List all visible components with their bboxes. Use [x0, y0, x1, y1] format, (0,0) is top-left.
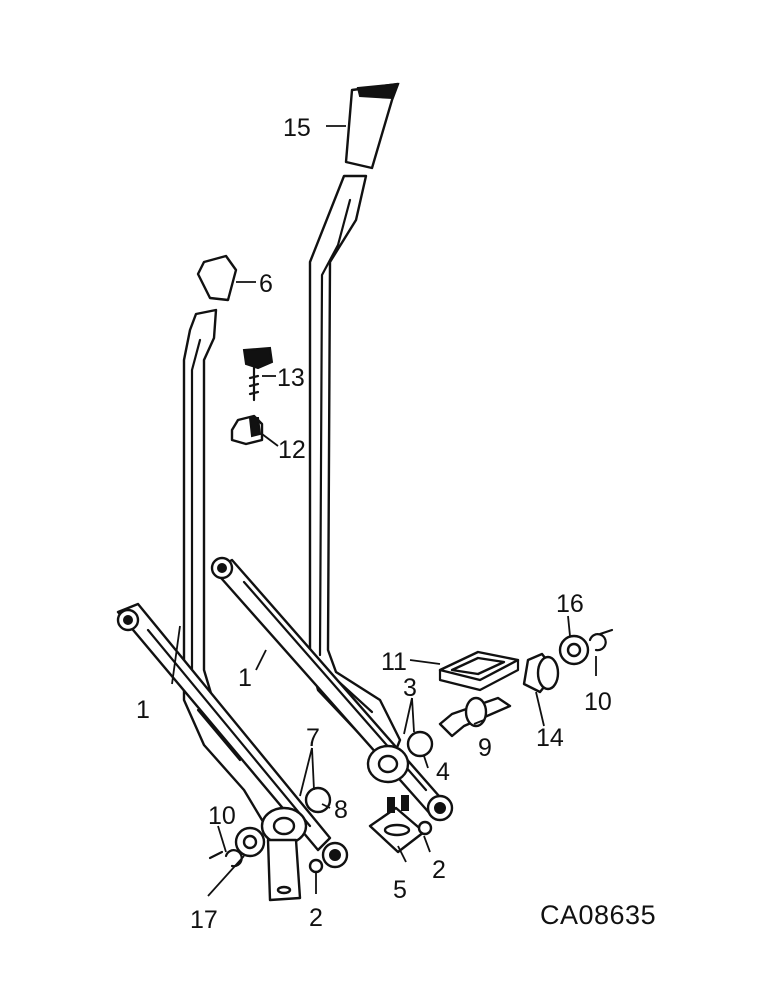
callout-2-right: 2: [432, 856, 446, 884]
callout-1-left: 1: [136, 696, 150, 724]
bushing-8: [304, 786, 332, 814]
washer-17: [234, 826, 266, 858]
callout-10-left: 10: [208, 802, 236, 830]
callout-17: 17: [190, 906, 218, 934]
bushing-4: [406, 730, 434, 758]
nut-2-right: [417, 820, 433, 836]
callout-9: 9: [478, 734, 492, 762]
callout-11: 11: [381, 648, 407, 676]
callout-2-left: 2: [309, 904, 323, 932]
callout-4: 4: [436, 758, 450, 786]
washer-16: [558, 634, 590, 666]
callout-14: 14: [536, 724, 564, 752]
callout-10-right: 10: [584, 688, 612, 716]
bolt-13: [242, 346, 274, 402]
clip-10-left: [208, 849, 243, 868]
drawing-code: CA08635: [540, 900, 656, 930]
plate-5: [368, 795, 426, 854]
cylinder-9: [438, 696, 512, 738]
hub-left: [260, 806, 308, 902]
block-12: [230, 414, 264, 446]
callout-13: 13: [277, 364, 305, 392]
callout-16: 16: [556, 590, 584, 618]
callout-15: 15: [283, 114, 311, 142]
boot-11: [438, 650, 520, 692]
leader-lines: [171, 125, 597, 897]
knob-6: [196, 254, 238, 302]
clip-10-right: [588, 628, 614, 652]
callout-7: 7: [306, 724, 320, 752]
hub-right: [366, 744, 410, 784]
callout-6: 6: [259, 270, 273, 298]
callout-8: 8: [334, 796, 348, 824]
callout-3: 3: [403, 674, 417, 702]
callouts: 15 6 13 12 16 11 10 3 1 1 9 14 4 7 8 10 …: [136, 114, 612, 934]
nut-2-left: [308, 858, 324, 874]
spacer-14: [522, 652, 560, 694]
callout-5: 5: [393, 876, 407, 904]
callout-1-center: 1: [238, 664, 252, 692]
callout-12: 12: [278, 436, 306, 464]
